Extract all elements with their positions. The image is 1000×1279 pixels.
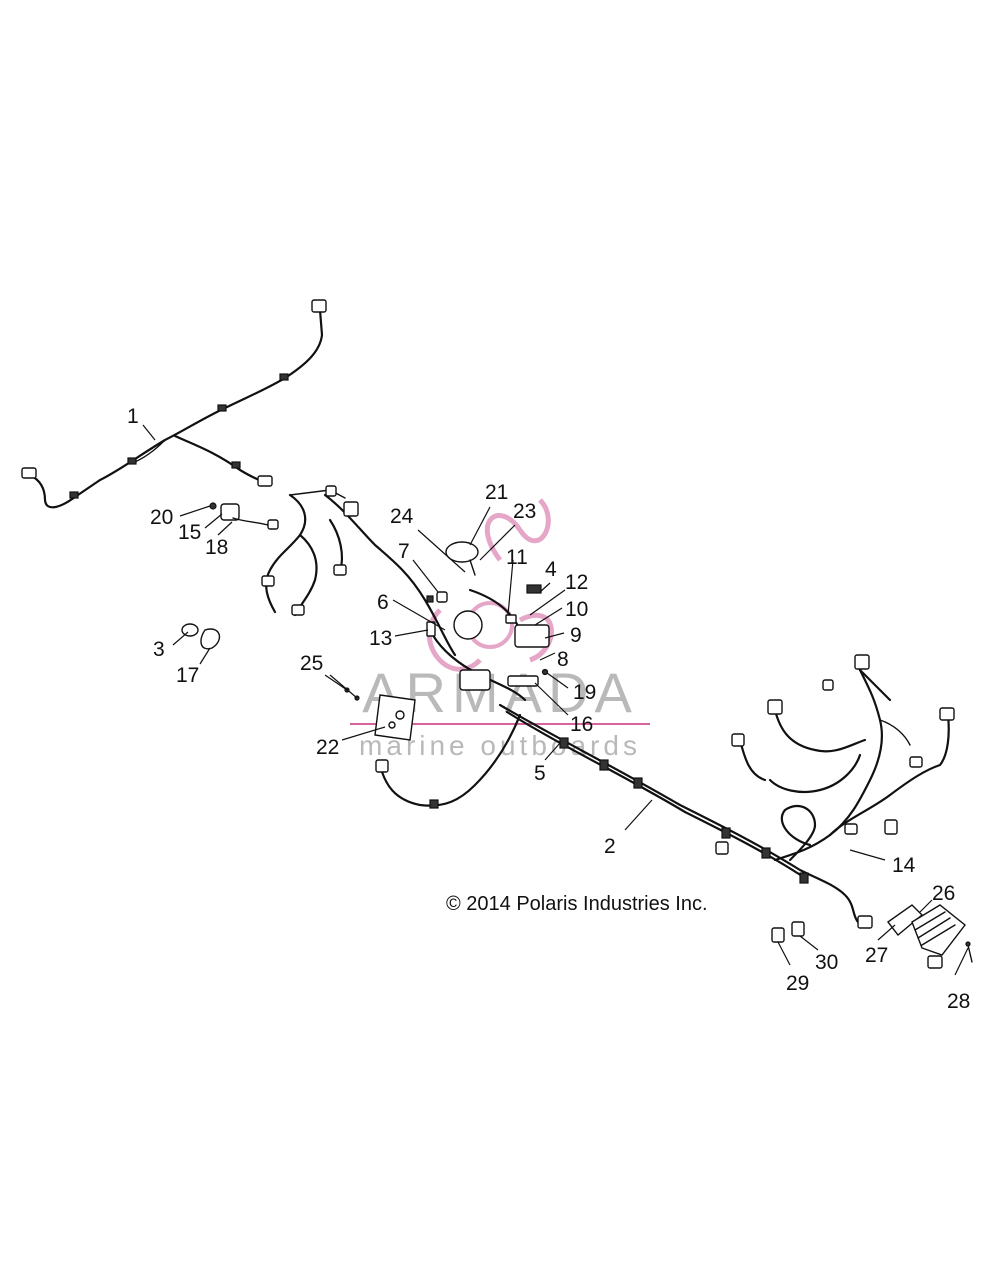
callout-14: 14 [892, 854, 916, 877]
callout-21: 21 [485, 481, 508, 504]
callout-30: 30 [815, 951, 838, 974]
callout-9: 9 [570, 624, 582, 647]
callout-1: 1 [127, 405, 139, 428]
callout-8: 8 [557, 648, 569, 671]
copyright-notice: © 2014 Polaris Industries Inc. [446, 893, 708, 915]
lower-left-harness [375, 713, 522, 809]
callout-12: 12 [565, 571, 588, 594]
callout-labels: 1 2 3 4 5 6 7 8 9 10 11 12 13 14 15 16 1… [127, 405, 970, 1013]
callout-6: 6 [377, 591, 389, 614]
callout-17: 17 [176, 664, 199, 687]
callout-27: 27 [865, 944, 888, 967]
callout-3: 3 [153, 638, 165, 661]
harness-1 [21, 299, 327, 509]
parts-15-18-20 [209, 502, 279, 530]
callout-25: 25 [300, 652, 323, 675]
main-harness-2 [498, 703, 873, 929]
callout-7: 7 [398, 540, 410, 563]
callout-10: 10 [565, 598, 588, 621]
connectors-29-30 [771, 921, 805, 943]
callout-18: 18 [205, 536, 228, 559]
callout-26: 26 [932, 882, 955, 905]
callout-16: 16 [570, 713, 593, 736]
callout-15: 15 [178, 521, 201, 544]
callout-28: 28 [947, 990, 970, 1013]
callout-2: 2 [604, 835, 616, 858]
callout-20: 20 [150, 506, 173, 529]
callout-23: 23 [513, 500, 536, 523]
engine-harness [261, 485, 457, 657]
callout-13: 13 [369, 627, 392, 650]
leader-lines [142, 424, 969, 976]
ecu-22 [344, 687, 416, 741]
central-junction [426, 541, 550, 702]
callout-5: 5 [534, 762, 546, 785]
regulator-26-27-28 [887, 904, 973, 969]
parts-3-17 [181, 623, 221, 650]
callout-4: 4 [545, 558, 557, 581]
callout-29: 29 [786, 972, 809, 995]
callout-24: 24 [390, 505, 414, 528]
callout-22: 22 [316, 736, 339, 759]
callout-19: 19 [573, 681, 596, 704]
callout-11: 11 [506, 546, 528, 569]
rear-harness-14 [731, 654, 955, 862]
